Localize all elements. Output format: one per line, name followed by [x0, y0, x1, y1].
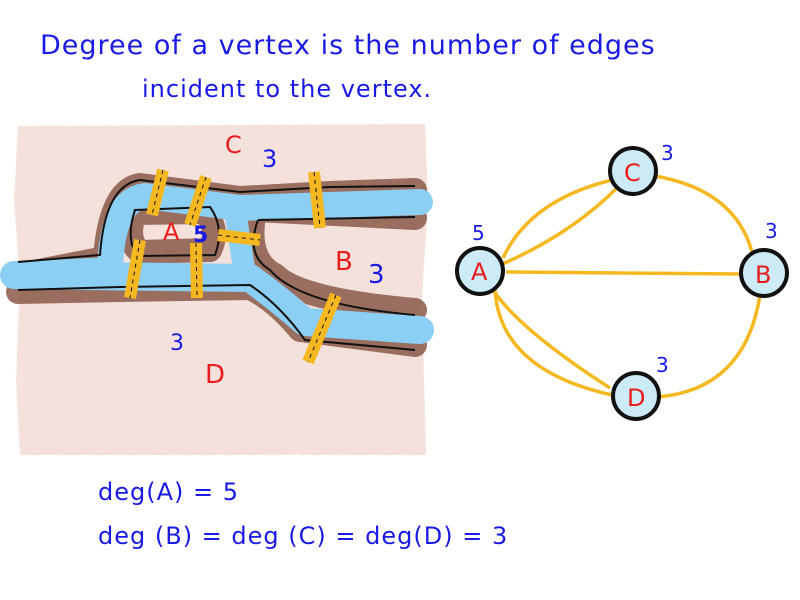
map-label-c: C [225, 131, 242, 159]
graph-node-d: D 3 [611, 353, 669, 421]
graph-edges [491, 174, 762, 399]
edge-a-b [505, 270, 741, 276]
svg-text:D: D [627, 384, 645, 412]
svg-text:C: C [624, 159, 641, 187]
edge-d-b [656, 294, 762, 399]
map-label-d: D [205, 360, 225, 390]
definition-line-2: incident to the vertex. [142, 75, 433, 103]
map-label-b: B [335, 247, 353, 277]
graph-node-b: B 3 [739, 219, 789, 298]
edge-c-b [654, 174, 754, 253]
node-b-degree: 3 [765, 219, 778, 243]
graph: A 5 B 3 C 3 D 3 [455, 141, 789, 421]
equation-deg-a: deg(A) = 5 [98, 478, 240, 506]
edge-a-c-1 [501, 178, 613, 259]
map-label-a: A [163, 218, 180, 246]
edge-a-c-2 [499, 185, 620, 267]
konigsberg-map: C 3 A 5 B 3 3 D [0, 124, 434, 455]
map-degree-d: 3 [170, 331, 184, 356]
svg-text:A: A [471, 258, 488, 286]
bridge-7 [302, 292, 342, 365]
node-c-degree: 3 [661, 141, 674, 165]
equation-deg-bcd: deg (B) = deg (C) = deg(D) = 3 [98, 522, 509, 550]
graph-node-a: A 5 [455, 221, 505, 296]
map-degree-c: 3 [262, 145, 277, 173]
edge-a-d-2 [493, 289, 613, 397]
map-degree-a: 5 [193, 223, 208, 248]
river-outlines [17, 178, 416, 351]
node-d-degree: 3 [656, 353, 669, 377]
svg-text:B: B [755, 261, 771, 289]
bridge-dashes [129, 169, 337, 363]
bridge-1 [146, 168, 169, 217]
graph-node-c: C 3 [608, 141, 674, 196]
edge-a-d-1 [491, 289, 611, 390]
node-a-degree: 5 [472, 221, 485, 245]
map-degree-b: 3 [368, 260, 385, 290]
definition-line-1: Degree of a vertex is the number of edge… [40, 30, 656, 61]
